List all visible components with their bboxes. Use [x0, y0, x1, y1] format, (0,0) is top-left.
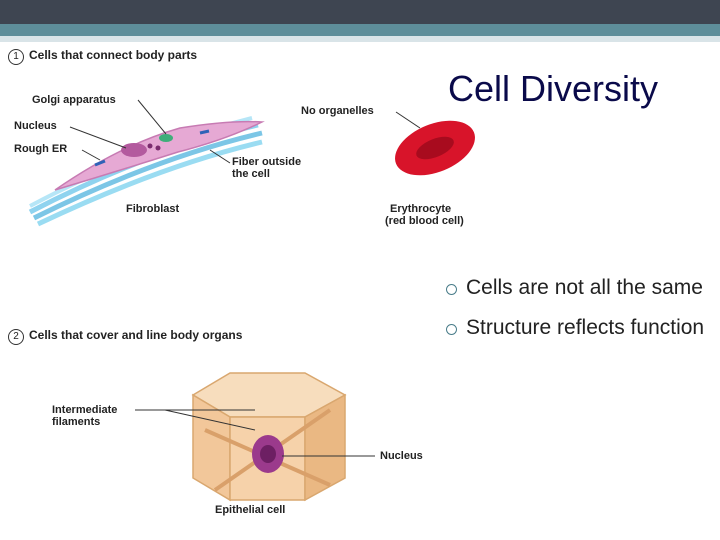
bullet-icon [446, 324, 457, 335]
label-filaments-2: filaments [52, 416, 101, 428]
section-1-heading: 1 Cells that connect body parts [8, 48, 197, 65]
bullet-text: Cells are not all the same [466, 276, 703, 299]
header-bar-dark [0, 0, 720, 24]
section-2-heading: 2 Cells that cover and line body organs [8, 328, 242, 345]
label-fiber-2: the cell [232, 168, 270, 180]
label-epithelial: Epithelial cell [215, 504, 286, 516]
golgi-body [159, 134, 173, 142]
fibroblast-cell [54, 120, 265, 191]
slide-title: Cell Diversity [448, 68, 659, 109]
header-bar-light [0, 36, 720, 42]
bullet-item: Structure reflects function [444, 315, 706, 341]
bullet-item: Cells are not all the same [444, 275, 706, 301]
label-golgi: Golgi apparatus [32, 94, 116, 106]
bullet-list: Cells are not all the same Structure ref… [444, 275, 706, 355]
section-1-text: Cells that connect body parts [29, 48, 198, 62]
label-erythrocyte: Erythrocyte [390, 203, 452, 215]
bullet-text: Structure reflects function [466, 316, 705, 339]
section-2-text: Cells that cover and line body organs [29, 328, 243, 342]
label-fiber-1: Fiber outside [232, 156, 302, 168]
section-1-number: 1 [8, 49, 24, 65]
label-no-organelles: No organelles [301, 105, 374, 117]
label-nucleus-epithelial: Nucleus [380, 450, 423, 462]
label-fibroblast: Fibroblast [126, 203, 180, 215]
epithelial-cell [191, 372, 347, 502]
header-bar-teal [0, 24, 720, 36]
section-2-number: 2 [8, 329, 24, 345]
label-rough-er: Rough ER [14, 143, 68, 155]
label-filaments-1: Intermediate [52, 404, 118, 416]
bullet-icon [446, 284, 457, 295]
fibroblast-nucleus [121, 143, 147, 157]
label-red-blood-cell: (red blood cell) [385, 215, 464, 227]
label-nucleus-fibroblast: Nucleus [14, 120, 57, 132]
